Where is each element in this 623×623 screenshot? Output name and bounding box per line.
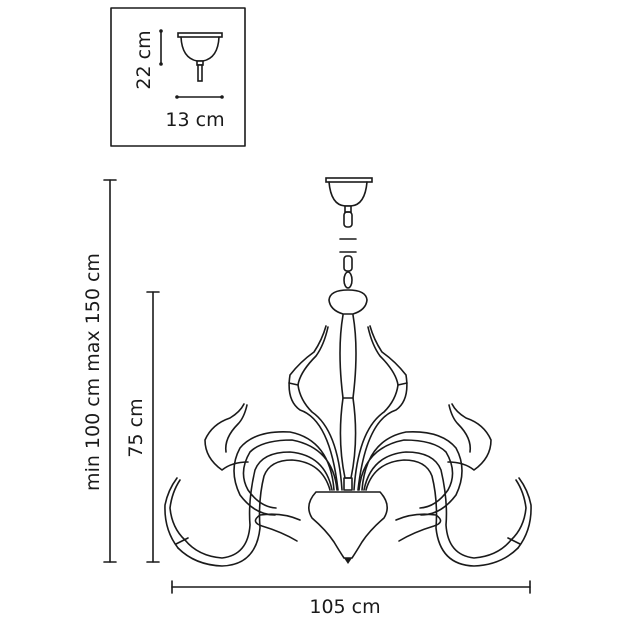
- ceiling-canopy: [325, 177, 373, 213]
- inset-width-label: 13 cm: [165, 109, 224, 131]
- body-height-label: 75 cm: [125, 398, 147, 457]
- total-height-label: min 100 cm max 150 cm: [82, 253, 104, 491]
- central-stem: [328, 289, 368, 491]
- total-height-dimension: [103, 179, 117, 563]
- body-height-dimension: [146, 291, 160, 563]
- chandelier-illustration: [164, 177, 532, 567]
- arms-right: [353, 325, 532, 567]
- canopy-inset: 22 cm 13 cm: [110, 7, 246, 147]
- chain: [339, 211, 357, 289]
- inset-height-dimension: [159, 29, 163, 66]
- width-dimension: [171, 580, 531, 594]
- inset-canopy-icon: [177, 32, 223, 82]
- inset-width-dimension: [175, 95, 224, 99]
- inset-frame: [110, 7, 246, 147]
- width-label: 105 cm: [309, 596, 380, 618]
- arms-left: [164, 325, 343, 567]
- bottom-bowl: [308, 491, 388, 564]
- inset-height-label: 22 cm: [133, 30, 155, 89]
